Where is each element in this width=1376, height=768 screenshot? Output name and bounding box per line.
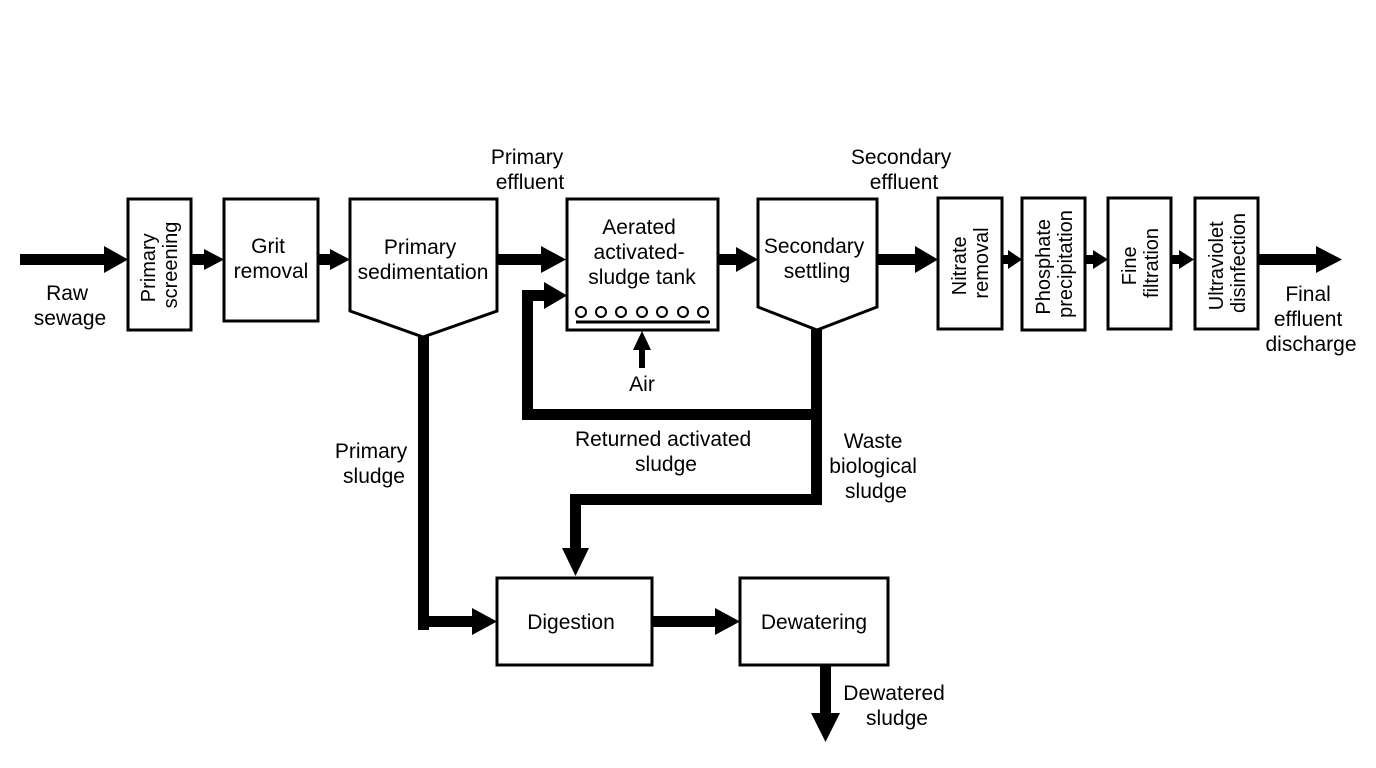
dewatering-label: Dewatering <box>761 611 867 634</box>
inlet-arrowhead <box>104 246 128 273</box>
returned-sludge-inlet-line <box>522 290 546 301</box>
nitrate-removal-label: Nitrate removal <box>949 227 993 298</box>
diffuser-bubble-icon <box>697 306 709 318</box>
phosphate-to-filtration-line <box>1086 255 1095 264</box>
dewatered-sludge-line <box>820 665 831 715</box>
primary-effluent-label: Primary effluent <box>491 146 569 194</box>
primary-screening-label: Primary screening <box>138 222 182 309</box>
secondary-settling-box <box>756 197 879 332</box>
primary-sludge-vertical-line <box>418 330 429 630</box>
primary-screening-box <box>126 197 193 332</box>
primary-effluent-arrowhead <box>541 246 566 273</box>
primary-effluent-line <box>497 254 543 265</box>
returned-sludge-horizontal-line <box>522 409 822 420</box>
filtration-to-uv-arrowhead <box>1179 250 1194 269</box>
dewatered-sludge-label: Dewatered sludge <box>843 682 950 730</box>
fine-filtration-label: Fine filtration <box>1119 228 1163 298</box>
diffuser-bubble-icon <box>656 306 668 318</box>
secondary-settling-label: Secondary settling <box>764 235 870 283</box>
ultraviolet-disinfection-box <box>1193 196 1260 331</box>
diffuser-bubble-icon <box>575 306 587 318</box>
digestion-to-dewatering-line <box>653 616 717 627</box>
grit-to-sedimentation-arrowhead <box>330 249 350 270</box>
aerated-tank-label: Aerated activated- sludge tank <box>588 216 696 289</box>
filtration-to-uv-line <box>1172 255 1181 264</box>
nitrate-removal-box <box>936 196 1004 331</box>
secondary-effluent-label: Secondary effluent <box>851 146 957 194</box>
primary-sedimentation-box <box>348 197 499 339</box>
digestion-box <box>495 576 654 667</box>
nitrate-to-phosphate-arrowhead <box>1008 250 1022 269</box>
diffuser-bubble-icon <box>677 306 689 318</box>
air-line <box>639 348 645 368</box>
diffuser-bubble-icon <box>636 306 648 318</box>
process-boxes <box>126 196 1260 667</box>
primary-sludge-horizontal-line <box>418 616 474 627</box>
phosphate-precipitation-label: Phosphate precipitation <box>1033 210 1077 318</box>
returned-sludge-arrowhead <box>544 282 567 309</box>
digestion-to-dewatering-arrowhead <box>715 608 740 635</box>
waste-sludge-arrowhead <box>562 548 589 576</box>
digestion-label: Digestion <box>527 611 615 634</box>
fine-filtration-box <box>1106 196 1173 331</box>
inlet-flow-line <box>20 254 106 265</box>
nitrate-to-phosphate-line <box>1002 255 1010 264</box>
waste-sludge-vertical-line <box>570 494 581 550</box>
aerated-to-settling-line <box>718 254 738 265</box>
screening-to-grit-arrowhead <box>204 249 224 270</box>
waste-sludge-horizontal-line <box>570 494 822 505</box>
diffuser-bubble-icon <box>595 306 607 318</box>
grit-removal-box <box>222 197 320 323</box>
air-label: Air <box>629 373 655 396</box>
raw-sewage-label: Raw sewage <box>34 282 106 330</box>
flow-lines <box>20 246 1342 742</box>
returned-sludge-vertical-line <box>522 290 533 420</box>
dewatered-sludge-arrowhead <box>811 713 840 742</box>
grit-to-sedimentation-line <box>318 254 332 265</box>
aeration-diffusers <box>575 306 710 324</box>
screening-to-grit-line <box>192 254 206 265</box>
phosphate-precipitation-box <box>1020 196 1087 332</box>
primary-sludge-arrowhead <box>472 608 497 635</box>
secondary-effluent-line <box>877 254 917 265</box>
dewatering-box <box>738 576 890 667</box>
secondary-effluent-arrowhead <box>915 246 938 273</box>
diffuser-bubble-icon <box>615 306 627 318</box>
grit-removal-label: Grit removal <box>234 235 309 283</box>
primary-sedimentation-label: Primary sedimentation <box>358 236 489 284</box>
returned-sludge-label: Returned activated sludge <box>575 428 757 476</box>
ultraviolet-disinfection-label: Ultraviolet disinfection <box>1206 213 1250 313</box>
final-effluent-arrowhead <box>1316 246 1342 273</box>
primary-sludge-label: Primary sludge <box>335 440 413 488</box>
final-effluent-label: Final effluent discharge <box>1265 283 1356 356</box>
waste-sludge-label: Waste biological sludge <box>829 430 922 503</box>
phosphate-to-filtration-arrowhead <box>1093 250 1108 269</box>
air-arrowhead <box>633 331 651 350</box>
final-effluent-line <box>1258 254 1318 265</box>
aerated-to-settling-arrowhead <box>736 247 758 272</box>
